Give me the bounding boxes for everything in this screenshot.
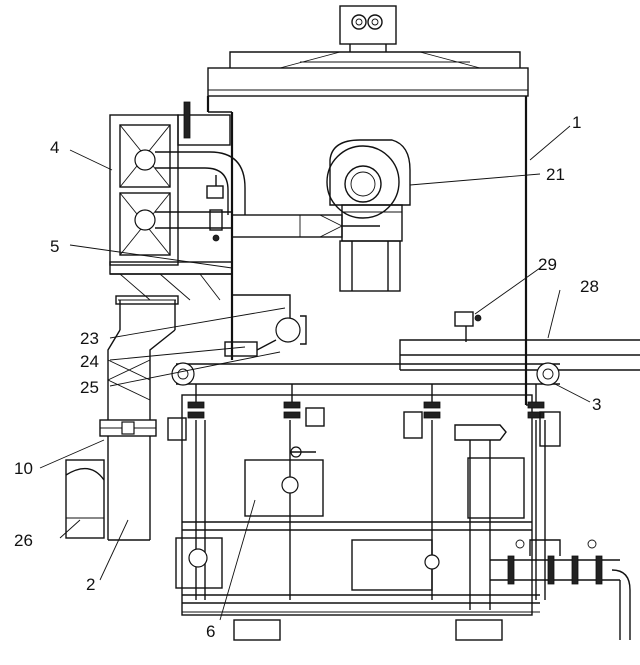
label-10: 10 (14, 459, 33, 478)
water-header (171, 362, 560, 386)
label-2: 2 (86, 575, 95, 594)
gas-train (490, 539, 631, 640)
label-26: 26 (14, 531, 33, 550)
vertical-piping (188, 420, 546, 600)
flue-outlet-pipe (399, 339, 640, 371)
top-cover (207, 51, 529, 97)
label-1: 1 (572, 113, 581, 132)
lifting-lug (339, 5, 397, 52)
label-28: 28 (580, 277, 599, 296)
burner-blower (326, 139, 411, 292)
flue-pipes (134, 149, 246, 242)
temperature-sensor (454, 311, 482, 342)
label-4: 4 (50, 138, 59, 157)
internal-duct (224, 294, 307, 357)
label-3: 3 (592, 395, 601, 414)
main-shell (206, 96, 532, 406)
exhaust-stack (99, 295, 179, 541)
label-25: 25 (80, 378, 99, 397)
label-5: 5 (50, 237, 59, 256)
base-skid (182, 611, 540, 641)
header-valves (167, 384, 561, 610)
drain-box (65, 459, 105, 539)
lower-frame (175, 394, 540, 616)
label-24: 24 (80, 352, 99, 371)
label-21: 21 (546, 165, 565, 184)
flue-module (109, 101, 233, 301)
air-duct (231, 214, 380, 238)
label-6: 6 (206, 622, 215, 641)
leader-lines (39, 125, 591, 621)
label-23: 23 (80, 329, 99, 348)
callout-labels: 1 21 4 5 29 28 23 24 25 3 10 26 2 6 (14, 113, 601, 641)
label-29: 29 (538, 255, 557, 274)
